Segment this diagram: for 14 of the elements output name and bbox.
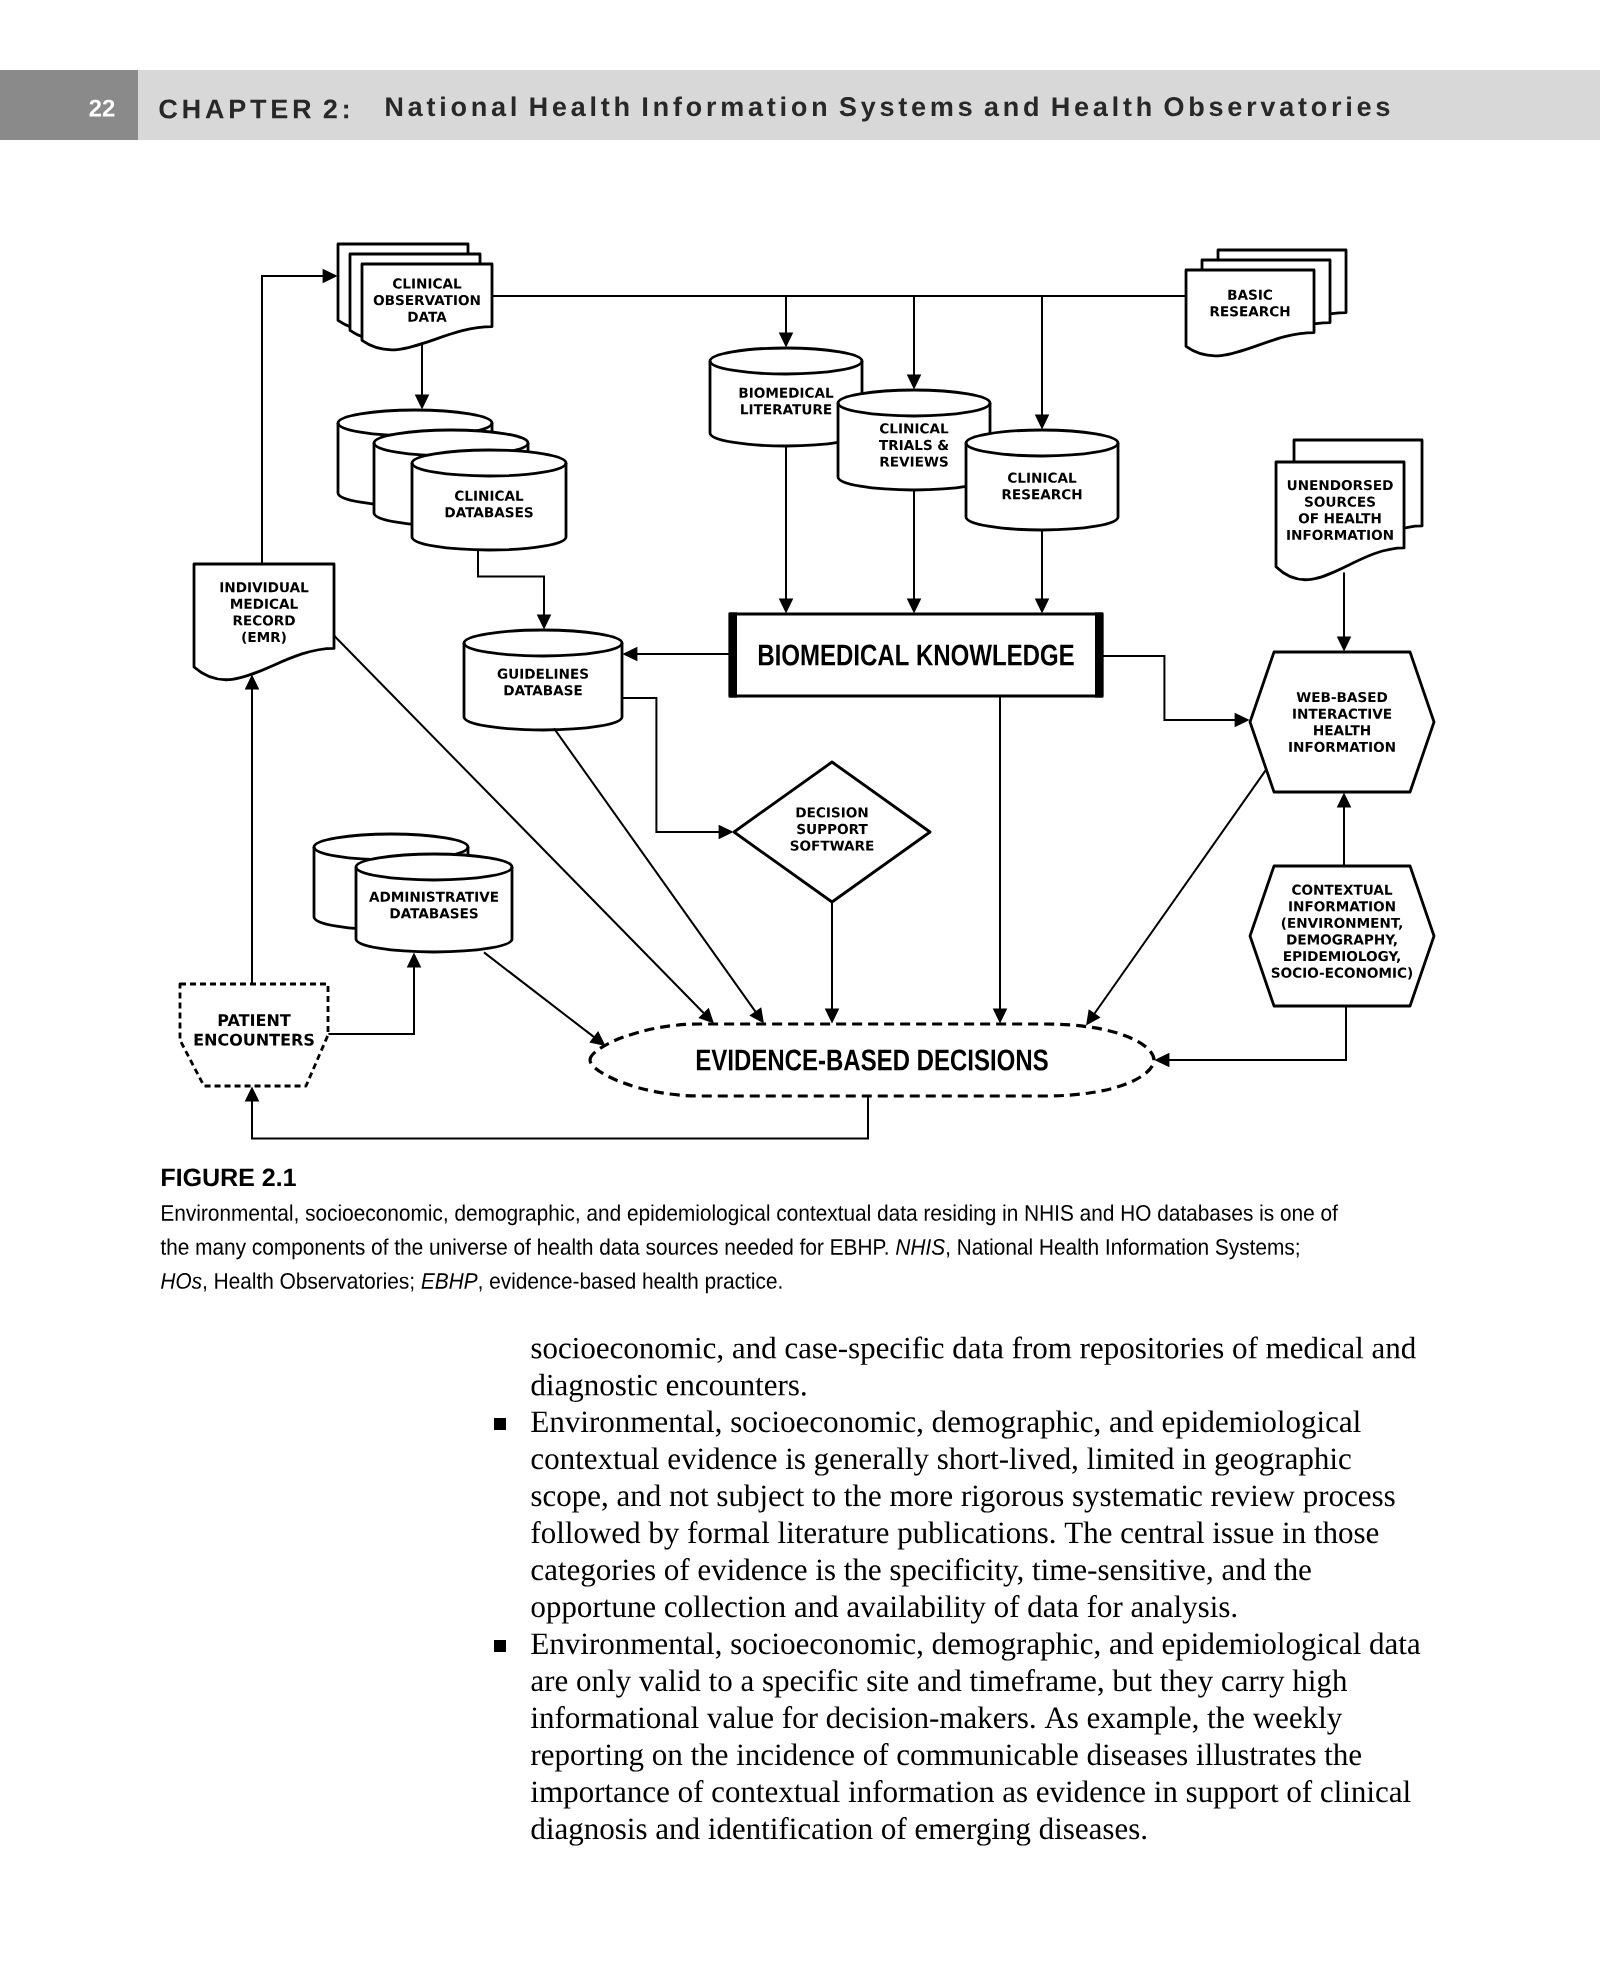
body-text: Environmental, socioeconomic, demographic, and epidemiological data are only valid to a specific site and timeframe, but they carry high informational value for decision-makers. As example, the weekly reporting on the incidence of communicable diseases illustrates the importance of contextual information as evidence in support of clinical diagnosis and identification of emerging diseases. bbox=[531, 1632, 1421, 1846]
connector-line bbox=[785, 295, 915, 297]
chapter-label: CHAPTER 2: bbox=[159, 99, 348, 119]
connector-line bbox=[1041, 295, 1187, 297]
running-head: National Health Information Systems and Health Observatories bbox=[386, 96, 1390, 122]
dashed-trapezoid: PATIENT ENCOUNTERS bbox=[178, 982, 330, 1088]
connector-line bbox=[913, 295, 1043, 297]
body-text: Environmental, socioeconomic, demographic, and epidemiological contextual evidence is generally short-lived, limited in geographic scope, and not subject to the more rigorous systematic review process followed by formal literature publications. The central issue in those categories of evidence is the specificity, time-sensitive, and the opportune collection and availability of data for analysis. bbox=[531, 1410, 1395, 1624]
knowledge-box: BIOMEDICAL KNOWLEDGE bbox=[728, 612, 1104, 698]
caption: Environmental, socioeconomic, demographic, and epidemiological contextual data residing in NHIS and HO databases is one of the many components of the universe of health data sources needed for EBHP. NHIS, National Health Information Systems; HOs, Health Observatories; EBHP, evidence-based health practice. bbox=[160, 1204, 1338, 1294]
page-number-tab: 22 bbox=[0, 70, 138, 140]
connector-line bbox=[491, 295, 787, 297]
body-text: socioeconomic, and case-specific data from repositories of medical and diagnostic encounters. bbox=[531, 1336, 1416, 1402]
figure-label: FIGURE 2.1 bbox=[162, 1168, 296, 1187]
